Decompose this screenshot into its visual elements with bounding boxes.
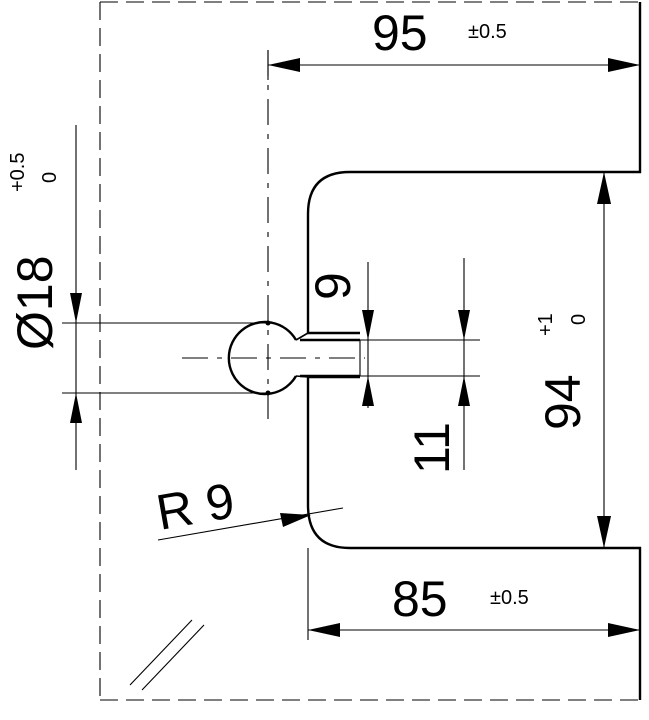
glass-hatch-icon — [129, 619, 205, 691]
glass-panel-outline — [99, 1, 640, 701]
dim-95-value: 95 — [372, 5, 428, 61]
arrow-85-left — [308, 623, 340, 637]
center-lines — [182, 50, 365, 420]
diameter-extension-lines — [62, 125, 275, 470]
dim-diameter-tol-upper: +0.5 — [7, 153, 29, 192]
dim-diameter-tol-lower: 0 — [39, 172, 61, 183]
dim-94-tol-lower: 0 — [568, 314, 590, 325]
radius-leader-line — [157, 507, 344, 541]
arrow-94-top — [597, 172, 611, 204]
slot-lines — [300, 338, 361, 378]
arrow-85-right — [608, 623, 640, 637]
dim-85-value: 85 — [392, 571, 448, 627]
arrow-9-top — [362, 310, 374, 340]
dim-94-value: 94 — [535, 374, 591, 430]
arrow-95-right — [608, 58, 640, 72]
arrow-11-top — [458, 310, 470, 340]
arrow-diameter-bottom — [70, 393, 82, 423]
dim-slot-9-value: 9 — [305, 272, 361, 300]
arrow-diameter-top — [70, 293, 82, 323]
dim-95-lines — [267, 50, 640, 80]
dim-slot-11-value: 11 — [404, 422, 460, 474]
arrow-9-bottom — [362, 376, 374, 406]
dim-diameter-value: Ø18 — [7, 255, 63, 350]
dim-radius-value: R 9 — [152, 472, 238, 541]
dim-85-lines — [307, 548, 640, 640]
cutout-outline — [306, 2, 642, 700]
dim-95-tolerance: ±0.5 — [468, 21, 507, 43]
arrow-11-bottom — [458, 376, 470, 406]
arrow-radius — [280, 513, 311, 527]
dim-85-tolerance: ±0.5 — [490, 587, 529, 609]
arrow-95-left — [268, 58, 300, 72]
arrow-94-bottom — [597, 516, 611, 548]
dim-94-tol-upper: +1 — [535, 313, 557, 336]
